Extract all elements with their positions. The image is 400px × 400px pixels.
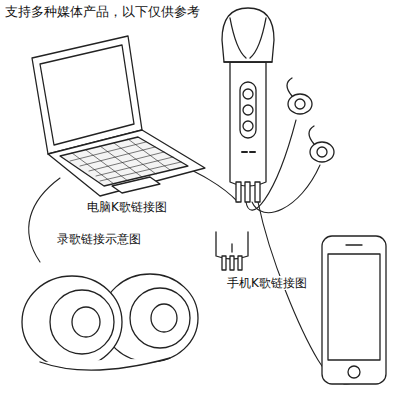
phone-drawing [322, 236, 386, 384]
caption-label: 电脑K歌链接图 [86, 200, 168, 214]
caption-label: 录歌链接示意图 [56, 232, 142, 246]
cables [29, 120, 352, 384]
speakers-drawing [22, 274, 198, 370]
earphones-drawing [287, 78, 334, 162]
plug-inset-drawing [216, 232, 248, 270]
microphone-drawing [222, 8, 274, 202]
caption-label: 手机K歌链接图 [226, 276, 308, 290]
diagram-title: 支持多种媒体产品，以下仅供参考 [4, 4, 201, 20]
laptop-drawing [32, 36, 205, 196]
